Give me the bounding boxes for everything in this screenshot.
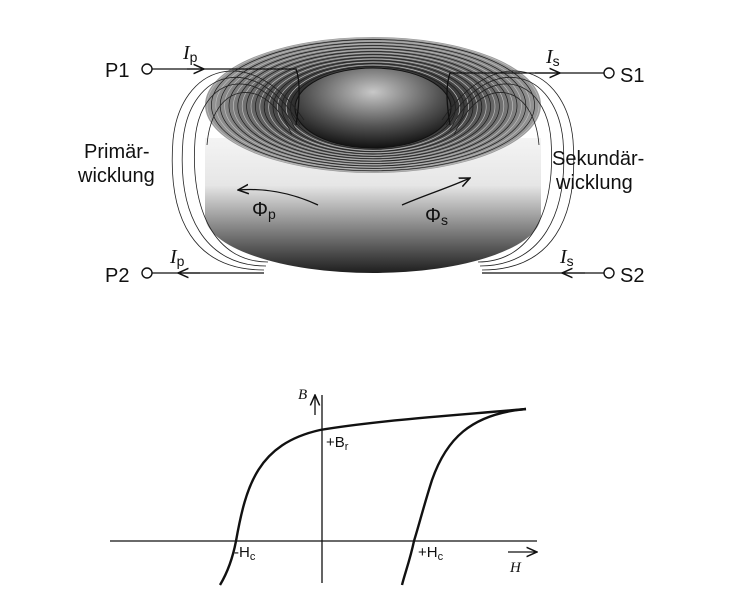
label-p2: P2 (105, 265, 129, 287)
label-coercive-neg: -Hc (234, 544, 256, 563)
terminal-p2 (141, 267, 153, 279)
label-flux-secondary: Φs (425, 205, 448, 228)
transformer-diagram: P1 P2 S1 S2 Ip Ip Is Is Φp Φs Primär- wi… (77, 37, 650, 287)
winding-ring (268, 58, 478, 156)
terminal-s1 (603, 67, 615, 79)
label-s2: S2 (620, 265, 644, 287)
winding-ring (259, 55, 487, 158)
winding-ring (211, 39, 535, 172)
flux-secondary-arrow (401, 178, 470, 206)
winding-ring (250, 52, 496, 161)
winding-ring (290, 66, 456, 150)
label-p1: P1 (105, 60, 129, 82)
winding-ring (206, 37, 540, 173)
winding-ring (246, 51, 500, 162)
label-flux-primary: Φp (252, 199, 276, 222)
winding-rings (206, 37, 540, 173)
label-current-primary-bottom: Ip (169, 246, 185, 269)
label-axis-b: B (298, 387, 307, 403)
winding-ring (277, 61, 469, 154)
label-current-secondary-bottom: Is (559, 246, 574, 269)
toroid-hole (294, 67, 452, 149)
winding-ring (241, 49, 505, 163)
winding-ring (215, 40, 531, 170)
hysteresis-descending-branch (218, 407, 527, 586)
winding-ring (285, 64, 461, 151)
winding-ring (228, 45, 518, 167)
hysteresis-ascending-branch (400, 407, 527, 586)
label-secondary-winding: Sekundär- wicklung (552, 148, 650, 194)
lead-wires (152, 69, 604, 273)
label-coercive-pos: +Hc (418, 544, 444, 563)
label-current-primary-top: Ip (182, 42, 198, 65)
winding-ring (233, 46, 513, 166)
terminal-p1 (141, 63, 153, 75)
winding-ring (263, 57, 483, 157)
toroid-side (205, 138, 541, 273)
winding-ring (237, 48, 509, 164)
label-remanence: +Br (326, 434, 349, 453)
label-primary-winding: Primär- wicklung (77, 141, 155, 187)
secondary-winding (441, 70, 575, 271)
label-current-secondary-top: Is (545, 46, 560, 69)
label-s1: S1 (620, 65, 644, 87)
primary-winding (171, 70, 305, 271)
winding-ring (224, 43, 522, 168)
hysteresis-plot: B H +Br -Hc +Hc (110, 387, 537, 586)
label-axis-h: H (509, 560, 522, 576)
terminal-s2 (603, 267, 615, 279)
winding-ring (272, 60, 474, 155)
winding-ring (255, 54, 491, 160)
flux-primary-arrow (238, 190, 319, 206)
